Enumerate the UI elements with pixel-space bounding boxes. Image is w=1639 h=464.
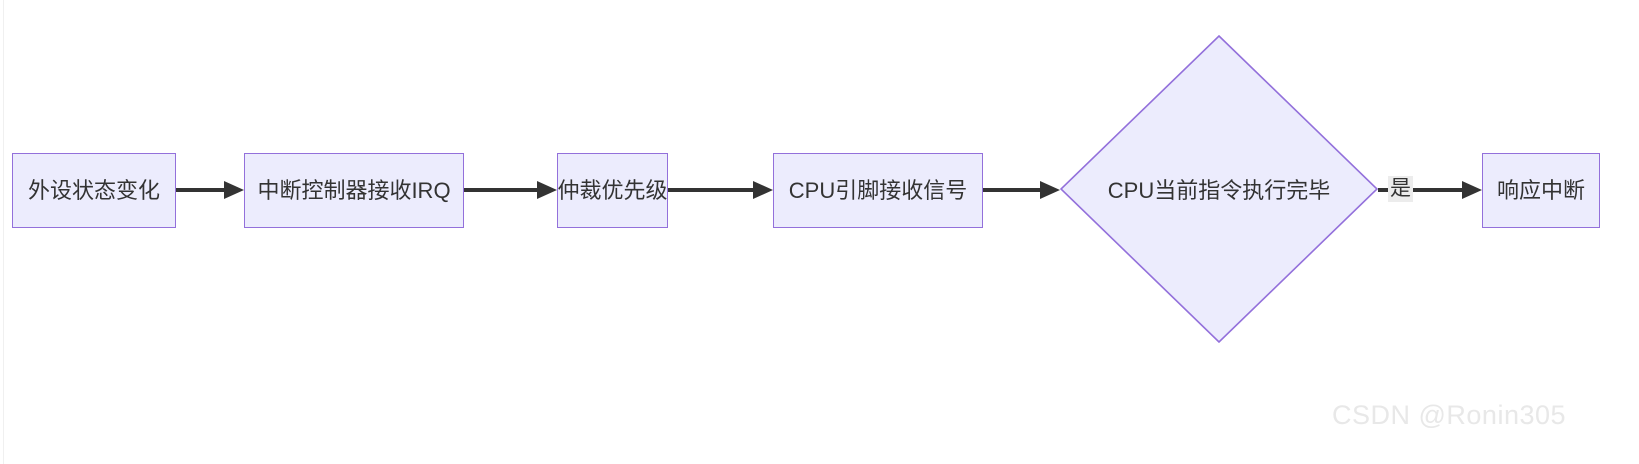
flow-node-peripheral-state-change[interactable]: 外设状态变化 [12, 153, 176, 228]
flow-node-interrupt-controller-receives-irq[interactable]: 中断控制器接收IRQ [244, 153, 464, 228]
flow-node-label: 仲裁优先级 [557, 177, 668, 203]
flow-node-respond-to-interrupt[interactable]: 响应中断 [1482, 153, 1600, 228]
flow-edge-label-yes: 是 [1388, 176, 1413, 203]
flow-node-label: CPU引脚接收信号 [788, 177, 968, 203]
flow-node-label: 响应中断 [1496, 177, 1585, 203]
diamond-shape [1060, 35, 1378, 343]
flow-node-cpu-pin-receives-signal[interactable]: CPU引脚接收信号 [773, 153, 983, 228]
flow-edge-n3-n4 [668, 181, 773, 199]
flow-node-label: 中断控制器接收IRQ [257, 177, 451, 203]
flow-edge-n4-n5 [983, 181, 1060, 199]
flow-edge-n2-n3 [464, 181, 557, 199]
flow-node-cpu-current-instruction-finished[interactable]: CPU当前指令执行完毕 [1060, 35, 1378, 343]
flow-node-arbitrate-priority[interactable]: 仲裁优先级 [557, 153, 668, 228]
watermark-text: CSDN @Ronin305 [1332, 400, 1567, 430]
flow-node-label: 外设状态变化 [27, 177, 160, 203]
flow-edge-n1-n2 [176, 181, 244, 199]
canvas-left-rule [3, 0, 4, 464]
flow-node-label: CPU当前指令执行完毕 [1107, 178, 1331, 203]
